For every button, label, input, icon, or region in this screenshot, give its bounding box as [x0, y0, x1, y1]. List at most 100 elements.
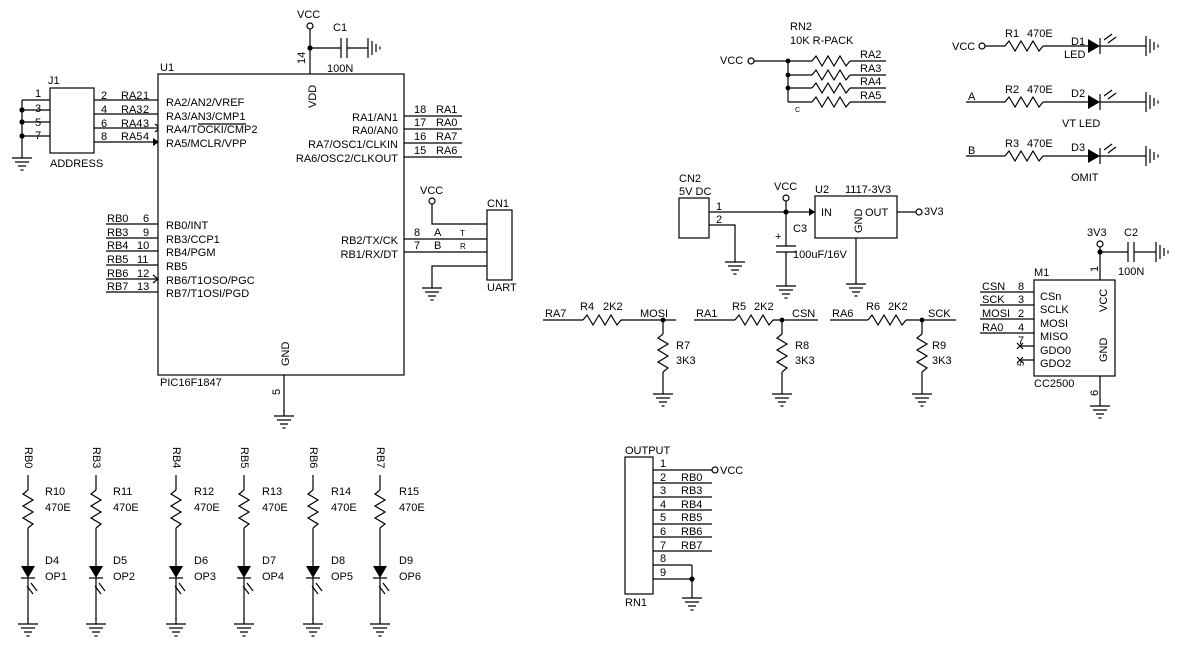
u1-left-1: RA3/AN3/CMP1: [166, 111, 245, 123]
cn2-ref: CN2: [679, 173, 701, 185]
j1-pin-7: 7: [35, 130, 41, 142]
op2-label: OP2: [113, 571, 135, 583]
j1-ref: J1: [48, 75, 60, 87]
m1-pin-2: 2: [1018, 308, 1024, 320]
d3-ref: D3: [1071, 142, 1085, 154]
u1-left-0: RA2/AN2/VREF: [166, 97, 245, 109]
u1-net-rb5: RB5: [107, 254, 128, 266]
j1-pin-4: 4: [101, 104, 107, 116]
r9-ref: R9: [932, 340, 946, 352]
u2-gnd: GND: [853, 209, 865, 234]
out-led-op4: RB5 R13 470E D7 OP4: [233, 447, 288, 637]
r3-value: 470E: [1027, 138, 1053, 150]
op4-r: R13: [262, 486, 282, 498]
r6-value: 2K2: [888, 301, 908, 313]
op6-label: OP6: [399, 571, 421, 583]
rn1-pin-5: 5: [660, 512, 666, 524]
u1-right-4: RB2/TX/CK: [341, 235, 399, 247]
cn1-pin-r: R: [460, 242, 466, 251]
op3-d: D6: [194, 555, 208, 567]
m1-ref: M1: [1034, 267, 1049, 279]
u1-left-8: RB6/T1OSO/PGC: [166, 275, 255, 287]
rn1-pin-9: 9: [660, 567, 666, 579]
u1-pin-7: 7: [414, 240, 420, 252]
c1-capacitor: VCC C1 100N: [297, 9, 381, 75]
u1-net-rb4: RB4: [107, 240, 128, 252]
r5-ref: R5: [732, 301, 746, 313]
divider-csn: RA1 R5 2K2 CSN R8 3K3: [694, 301, 818, 407]
r9-value: 3K3: [932, 355, 952, 367]
u1-vdd: VDD: [307, 85, 319, 108]
m1-sig-gdo0: GDO0: [1040, 345, 1071, 357]
div1-in: RA7: [545, 308, 566, 320]
power-supply-section: CN2 5V DC 1 2 VCC + C3 100uF/16V U2 1117…: [678, 173, 944, 299]
op3-label: OP3: [194, 571, 216, 583]
u1-pin-15: 15: [414, 145, 426, 157]
u1-net-a: A: [434, 227, 442, 239]
op1-r: R10: [45, 486, 65, 498]
op6-d: D9: [399, 555, 413, 567]
rn1-net-rb4: RB4: [681, 499, 702, 511]
d2-ref: D2: [1071, 88, 1085, 100]
cn1-uart-connector: CN1 UART VCC T R: [420, 185, 517, 301]
u1-left-3: RA5/MCLR/VPP: [166, 138, 247, 150]
r2-value: 470E: [1027, 84, 1053, 96]
u2-in: IN: [821, 207, 832, 219]
d1-net: VCC: [952, 41, 975, 53]
op2-d: D5: [113, 555, 127, 567]
u1-right-3: RA6/OSC2/CLKOUT: [296, 153, 398, 165]
rn1-net-vcc: VCC: [720, 465, 743, 477]
d2-label: VT LED: [1062, 118, 1100, 130]
cn1-vcc-label: VCC: [420, 185, 443, 197]
led-d3-circuit: B R3 470E D3 OMIT: [966, 138, 1159, 184]
rn1-pin-3: 3: [660, 485, 666, 497]
u1-pin-9: 9: [143, 227, 149, 239]
op4-d: D7: [262, 555, 276, 567]
r5-value: 2K2: [754, 301, 774, 313]
j1-address-header: J1 ADDRESS 1 3 5 7 2 4 6 8 RA2 RA3 RA4 R…: [11, 75, 161, 171]
op1-label: OP1: [45, 571, 67, 583]
divider-sck: RA6 R6 2K2 SCK R9 3K3: [830, 301, 956, 407]
op1-d: D4: [45, 555, 59, 567]
rn1-net-rb7: RB7: [681, 540, 702, 552]
d1-label: LED: [1064, 49, 1085, 61]
rn2-net-ra2: RA2: [860, 49, 881, 61]
r1-value: 470E: [1027, 28, 1053, 40]
u1-net-ra7: RA7: [436, 131, 457, 143]
cn1-name: UART: [487, 282, 517, 294]
rn1-ref: RN1: [625, 597, 647, 609]
m1-net-mosi: MOSI: [982, 308, 1010, 320]
c3-value: 100uF/16V: [793, 249, 847, 261]
rn2-common-label: C: [795, 107, 800, 114]
cn2-value: 5V DC: [679, 186, 711, 198]
u1-pin-10: 10: [137, 240, 149, 252]
rn2-resistor-pack: RN2 10K R-PACK VCC RA2 RA3 RA4 RA5 C: [720, 21, 886, 114]
rn2-net-ra3: RA3: [860, 63, 881, 75]
c2-value: 100N: [1118, 266, 1144, 278]
u2-3v3-label: 3V3: [924, 206, 944, 218]
d2-net: A: [968, 91, 976, 103]
m1-net-sck: SCK: [982, 294, 1005, 306]
rn2-net-ra4: RA4: [860, 76, 881, 88]
rn1-name: OUTPUT: [625, 445, 671, 457]
op2-net: RB3: [90, 447, 102, 468]
cn1-ref: CN1: [487, 198, 509, 210]
j1-net-ra3: RA3: [121, 104, 142, 116]
j1-pin-1: 1: [35, 88, 41, 100]
u1-pin-6: 6: [143, 213, 149, 225]
m1-vcc: VCC: [1098, 289, 1110, 312]
m1-part: CC2500: [1034, 378, 1074, 390]
r7-ref: R7: [676, 340, 690, 352]
op5-r: R14: [331, 486, 351, 498]
u1-pin14: 14: [296, 52, 308, 64]
u1-net-rb7: RB7: [107, 281, 128, 293]
rn1-net-rb0: RB0: [681, 472, 702, 484]
cn1-pin-t: T: [460, 229, 465, 238]
cn2-pin1: 1: [716, 201, 722, 213]
u1-net-ra0: RA0: [436, 117, 457, 129]
j1-netpin-3: 3: [143, 118, 149, 130]
rn1-pin-1: 1: [660, 458, 666, 470]
op3-r: R12: [194, 486, 214, 498]
m1-pin1: 1: [1089, 266, 1101, 272]
